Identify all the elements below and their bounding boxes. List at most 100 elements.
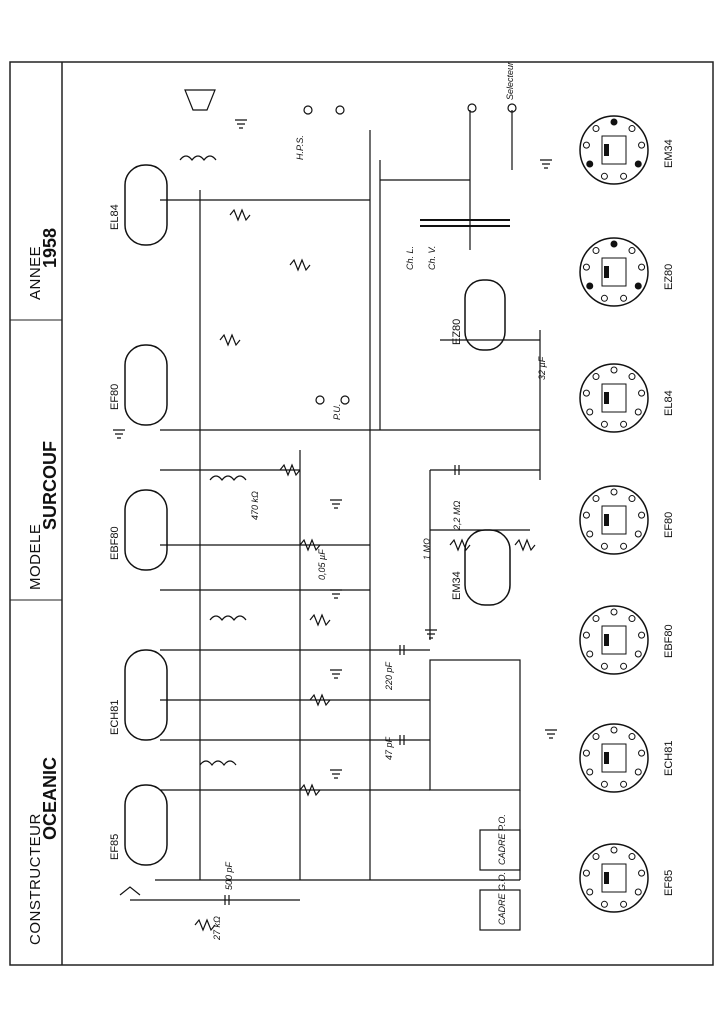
tube-base-ez80: EZ80 xyxy=(579,237,675,307)
tube-base-label: EZ80 xyxy=(663,264,675,290)
pin xyxy=(610,846,618,854)
tube-ez80-symbol: EZ80 xyxy=(451,279,506,351)
annee-value: 1958 xyxy=(40,228,60,268)
pin xyxy=(610,366,618,374)
pin xyxy=(586,888,594,896)
pin xyxy=(600,780,608,788)
pin xyxy=(628,495,636,503)
pin xyxy=(634,282,642,290)
tube-base-label: EM34 xyxy=(663,139,675,168)
pin xyxy=(610,726,618,734)
chl-label: Ch. L. xyxy=(405,246,415,270)
tube-base-ebf80: EBF80 xyxy=(579,605,675,675)
modele-caption: MODELE xyxy=(27,524,44,590)
pin xyxy=(638,749,646,757)
pin xyxy=(582,389,590,397)
circuit-wiring xyxy=(113,89,557,932)
pin xyxy=(628,733,636,741)
tube-base-ef80: EF80 xyxy=(579,485,675,555)
pin xyxy=(628,615,636,623)
cadre-po-label: CADRE P.O. xyxy=(497,814,507,865)
header-modele: MODELE xyxy=(27,524,44,590)
tube-ef80-symbol: EF80 xyxy=(109,344,168,426)
pin xyxy=(600,420,608,428)
c4-label: 0,05 µF xyxy=(317,549,327,580)
header-annee: ANNEE xyxy=(27,246,44,300)
chv-label: Ch. V. xyxy=(427,246,437,270)
pin xyxy=(628,373,636,381)
tube-base-label: EF80 xyxy=(663,512,675,538)
modele-value: SURCOUF xyxy=(40,441,60,530)
pin xyxy=(586,408,594,416)
pin xyxy=(586,530,594,538)
pin xyxy=(582,869,590,877)
pin xyxy=(620,780,628,788)
pin xyxy=(620,900,628,908)
c2-label: 47 pF xyxy=(384,736,394,760)
tube-base-ech81: ECH81 xyxy=(579,723,675,793)
pin xyxy=(638,631,646,639)
pin xyxy=(628,125,636,133)
r3-label: 470 kΩ xyxy=(250,491,260,520)
pin xyxy=(592,733,600,741)
svg-text:EZ80: EZ80 xyxy=(451,319,463,345)
pu-label: P.U. xyxy=(332,404,342,420)
pin xyxy=(592,615,600,623)
tube-base-el84: EL84 xyxy=(579,363,675,433)
r4-label: 2,2 MΩ xyxy=(452,500,462,531)
header-modele-value: SURCOUF xyxy=(40,441,60,530)
c5-label: 32 µF xyxy=(537,356,547,380)
sheet-border xyxy=(9,61,714,966)
pin xyxy=(634,888,642,896)
r1-label: 27 kΩ xyxy=(212,916,222,941)
svg-text:EF85: EF85 xyxy=(109,834,121,860)
tube-base-em34: EM34 xyxy=(579,115,675,185)
pin xyxy=(592,247,600,255)
svg-text:EBF80: EBF80 xyxy=(109,526,121,560)
selecteur-label: Selecteur xyxy=(505,61,515,100)
annee-caption: ANNEE xyxy=(27,246,44,300)
pin xyxy=(586,768,594,776)
pin xyxy=(620,172,628,180)
header-annee-value: 1958 xyxy=(40,228,60,268)
pin xyxy=(638,869,646,877)
pin xyxy=(582,263,590,271)
pin xyxy=(620,294,628,302)
pin xyxy=(586,160,594,168)
pin xyxy=(610,240,618,248)
pin xyxy=(610,118,618,126)
tube-el84-symbol: EL84 xyxy=(109,164,168,246)
tube-base-label: ECH81 xyxy=(663,741,675,776)
pin xyxy=(638,511,646,519)
tube-ebf80-symbol: EBF80 xyxy=(109,489,168,571)
pin xyxy=(628,247,636,255)
pin xyxy=(592,125,600,133)
pin xyxy=(628,853,636,861)
pin xyxy=(592,495,600,503)
pin xyxy=(582,749,590,757)
pin xyxy=(638,389,646,397)
cadre-go-label: CADRE G.O. xyxy=(497,872,507,925)
pin xyxy=(600,662,608,670)
pin xyxy=(634,408,642,416)
tube-ef85-symbol: EF85 xyxy=(109,784,168,866)
pin xyxy=(620,420,628,428)
pin xyxy=(600,542,608,550)
constructeur-value: OCEANIC xyxy=(40,757,60,840)
pin xyxy=(600,900,608,908)
component-labels: Selecteur H.P.S. P.U. Ch. L. Ch. V. CADR… xyxy=(212,61,547,941)
pin xyxy=(592,853,600,861)
svg-text:EM34: EM34 xyxy=(451,571,463,600)
constructeur-caption: CONSTRUCTEUR xyxy=(27,813,44,945)
pin xyxy=(620,662,628,670)
pin xyxy=(600,294,608,302)
pin xyxy=(620,542,628,550)
svg-text:ECH81: ECH81 xyxy=(109,700,121,735)
pin xyxy=(582,141,590,149)
header-constructeur-value: OCEANIC xyxy=(40,757,60,840)
svg-text:EL84: EL84 xyxy=(109,204,121,230)
pin xyxy=(582,631,590,639)
pin xyxy=(600,172,608,180)
